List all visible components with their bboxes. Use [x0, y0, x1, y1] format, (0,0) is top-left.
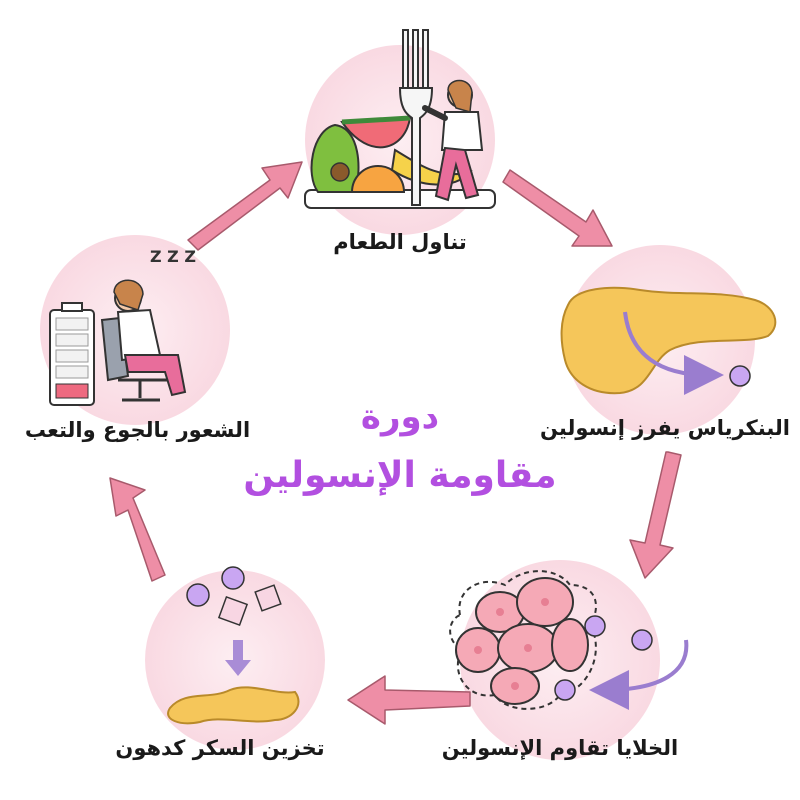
step-label-storage: تخزين السكر كدهون — [115, 736, 325, 760]
cycle-arrows — [109, 161, 682, 725]
resistant-cells-icon — [449, 570, 689, 710]
arrow-storage-to-tired — [109, 477, 166, 582]
arrow-pancreas-to-cells — [629, 451, 682, 579]
step-label-tired: الشعور بالجوع والتعب — [24, 418, 251, 442]
arrow-tired-to-eating — [187, 161, 303, 251]
step-label-pancreas: البنكرياس يفرز إنسولين — [539, 416, 790, 440]
step-label-eating: تناول الطعام — [333, 230, 467, 254]
fat-storage-icon — [167, 566, 300, 725]
food-and-fork-icon — [304, 29, 496, 209]
arrow-eating-to-pancreas — [502, 169, 613, 247]
diagram-title-line1: دورة — [360, 397, 440, 437]
insulin-molecule-icon — [729, 365, 751, 387]
arrow-cells-to-storage — [347, 675, 471, 725]
sleep-icon: Z Z Z — [150, 247, 196, 266]
step-label-cells: الخلايا تقاوم الإنسولين — [441, 736, 679, 760]
pancreas-icon — [560, 286, 777, 395]
diagram-title-line2: مقاومة الإنسولين — [243, 455, 557, 496]
tired-person-icon: Z Z Z — [49, 247, 196, 406]
